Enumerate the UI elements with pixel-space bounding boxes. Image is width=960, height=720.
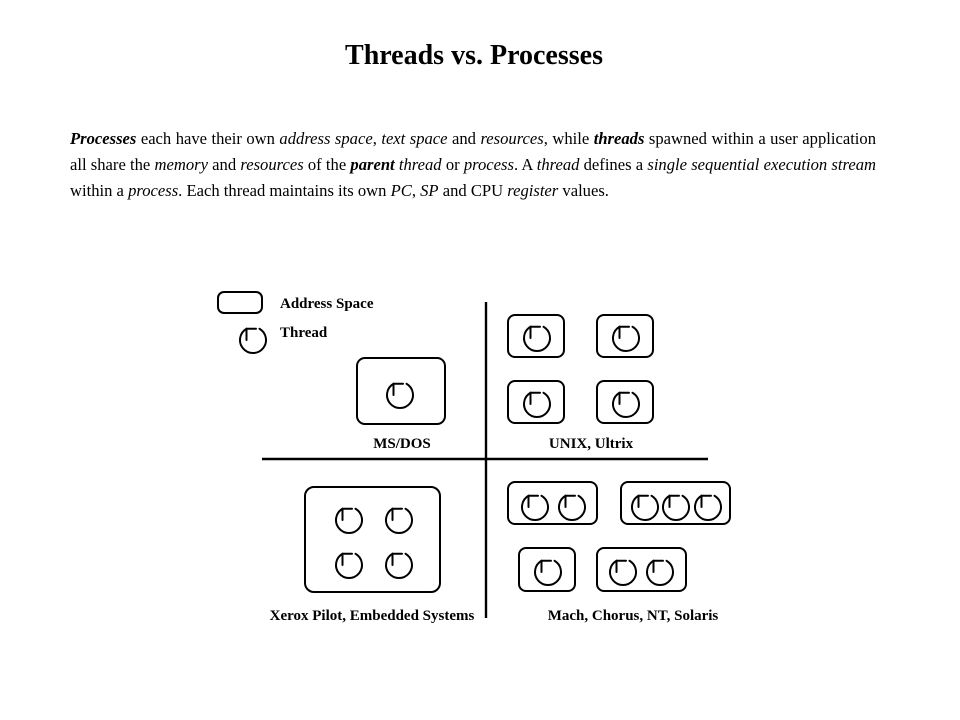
address-space-icon: [356, 357, 446, 425]
quadrant-label-xerox-pilot: Xerox Pilot, Embedded Systems: [270, 608, 475, 624]
paragraph-segment: of the: [303, 155, 351, 174]
address-space-icon: [620, 481, 731, 525]
paragraph-segment: resources: [480, 129, 544, 148]
paragraph-segment: address space: [279, 129, 373, 148]
paragraph-segment: register: [507, 181, 559, 200]
paragraph-segment: resources: [240, 155, 304, 174]
paragraph-segment: single sequential execution stream: [647, 155, 876, 174]
address-space-icon: [304, 486, 441, 593]
paragraph-segment: process: [128, 181, 179, 200]
paragraph-segment: process: [463, 155, 514, 174]
paragraph-segment: spawned within a user application all sh…: [70, 129, 877, 174]
paragraph-segment: and CPU: [438, 181, 508, 200]
address-space-icon: [596, 314, 654, 358]
legend-thread-label: Thread: [280, 325, 328, 341]
address-space-icon: [518, 547, 576, 592]
paragraph-segment: SP: [420, 181, 439, 200]
address-space-icon: [596, 380, 654, 424]
paragraph-segment: PC: [390, 181, 412, 200]
paragraph-segment: threads: [593, 129, 645, 148]
quadrant-mach-chorus: Mach, Chorus, NT, Solaris: [507, 481, 731, 624]
legend-thread-icon: [239, 327, 267, 354]
paragraph-segment: text space: [381, 129, 448, 148]
paragraph-segment: ,: [411, 181, 421, 200]
address-space-icon: [507, 481, 598, 525]
quadrant-label-ms-dos: MS/DOS: [373, 436, 431, 452]
legend-address-space-icon: [217, 291, 263, 314]
paragraph-segment: each have their own: [136, 129, 280, 148]
paragraph-segment: ,: [372, 129, 382, 148]
paragraph-segment: or: [441, 155, 464, 174]
quadrant-xerox-pilot: Xerox Pilot, Embedded Systems: [270, 486, 475, 624]
paragraph-segment: defines a: [579, 155, 648, 174]
address-space-icon: [507, 314, 565, 358]
paragraph-segment: . Each thread maintains its own: [178, 181, 391, 200]
paragraph-segment: values.: [558, 181, 609, 200]
paragraph-segment: and: [207, 155, 241, 174]
paragraph-segment: . A: [513, 155, 537, 174]
quadrant-label-mach-chorus: Mach, Chorus, NT, Solaris: [548, 608, 719, 624]
paragraph-segment: within a: [70, 181, 129, 200]
paragraph-segment: parent: [350, 155, 395, 174]
paragraph-segment: memory: [154, 155, 208, 174]
paragraph-segment: Processes: [70, 129, 137, 148]
paragraph-segment: , while: [543, 129, 594, 148]
paragraph-segment: and: [447, 129, 481, 148]
address-space-icon: [507, 380, 565, 424]
quadrant-label-unix-ultrix: UNIX, Ultrix: [549, 436, 634, 452]
address-space-icon: [596, 547, 687, 592]
quadrant-ms-dos: MS/DOS: [356, 357, 446, 452]
quadrant-unix-ultrix: UNIX, Ultrix: [507, 314, 654, 452]
description-paragraph: Processes each have their own address sp…: [70, 126, 876, 204]
legend-address-space-label: Address Space: [280, 296, 374, 312]
paragraph-segment: thread: [398, 155, 442, 174]
page-title: Threads vs. Processes: [345, 40, 603, 71]
paragraph-segment: thread: [536, 155, 580, 174]
